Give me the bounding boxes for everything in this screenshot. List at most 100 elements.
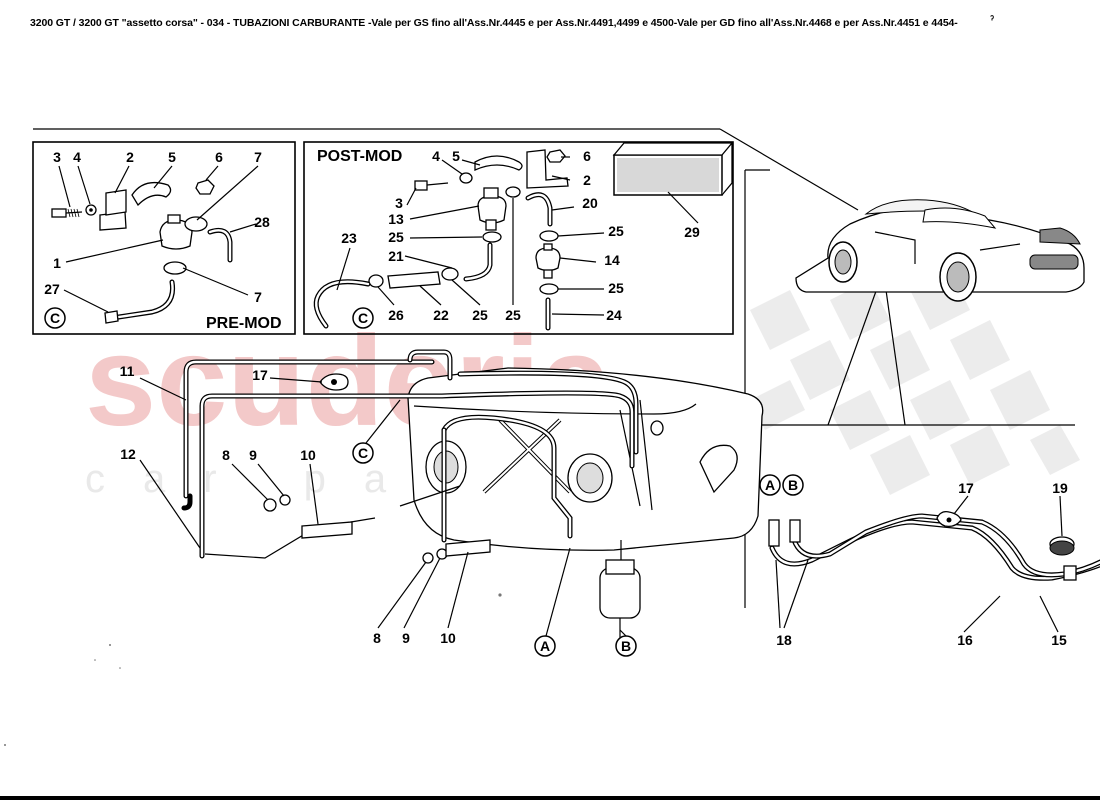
callout-post-21: 21 [388, 248, 404, 264]
screw [51, 208, 83, 218]
callout-post-25e: 25 [505, 307, 521, 323]
callout-post-25a: 25 [388, 229, 404, 245]
washer [279, 494, 291, 506]
pre-mod-label: PRE-MOD [206, 315, 282, 332]
callout-post-22: 22 [433, 307, 449, 323]
callout-main-11: 11 [120, 363, 135, 379]
checker-flag-pattern [750, 270, 1080, 495]
hose-clip-upper [184, 216, 208, 232]
scan-specks [4, 593, 502, 746]
callout-pre-27: 27 [44, 281, 60, 297]
right-connector-b [782, 474, 804, 496]
callout-main-10: 10 [300, 447, 316, 463]
main-connector-a [534, 635, 556, 657]
pipe-connector [387, 271, 441, 289]
main-leaders [139, 377, 627, 637]
callout-main-a: A [540, 638, 550, 654]
fuel-tank [407, 367, 764, 551]
hose-clip [368, 274, 384, 288]
washer [459, 172, 473, 184]
pre-mod-connector-c [44, 307, 66, 329]
callout-main-b: B [621, 638, 631, 654]
callout-pre-2: 2 [126, 149, 134, 165]
callout-pre-6: 6 [215, 149, 223, 165]
callout-post-5: 5 [452, 148, 460, 164]
bottom-border [0, 796, 1100, 800]
filler-neck [699, 444, 738, 494]
callout-post-c: C [358, 310, 368, 326]
callout-pre-3: 3 [53, 149, 61, 165]
callout-right-b: B [788, 477, 798, 493]
callout-pre-7b: 7 [254, 289, 262, 305]
post-mod-border [303, 141, 734, 335]
callout-right-a: A [765, 477, 775, 493]
right-connector-a [759, 474, 781, 496]
callout-pre-28: 28 [254, 214, 270, 230]
callout-main-8b: 8 [373, 630, 381, 646]
hose-clip [539, 283, 559, 295]
callout-post-26: 26 [388, 307, 404, 323]
callout-pre-7a: 7 [254, 149, 262, 165]
callout-post-2: 2 [583, 172, 591, 188]
clamp [131, 181, 172, 207]
callout-main-c: C [358, 445, 368, 461]
callout-post-6: 6 [583, 148, 591, 164]
callout-post-14: 14 [604, 252, 620, 268]
callout-right-16: 16 [957, 632, 973, 648]
callout-post-13: 13 [388, 211, 404, 227]
bracket [445, 539, 491, 557]
callout-main-10b: 10 [440, 630, 456, 646]
callout-post-29: 29 [684, 224, 700, 240]
callout-post-4: 4 [432, 148, 440, 164]
clamp [474, 155, 523, 172]
hose-clip [539, 230, 559, 242]
car-illustration [795, 199, 1085, 302]
underbody-lines-detail [768, 495, 1100, 633]
callout-main-8: 8 [222, 447, 230, 463]
callout-main-9b: 9 [402, 630, 410, 646]
hose-clip [441, 267, 459, 281]
callout-right-18: 18 [776, 632, 792, 648]
check-valve [535, 243, 561, 279]
bracket [301, 521, 353, 539]
callout-post-20: 20 [582, 195, 598, 211]
nut [195, 179, 215, 195]
callout-right-19: 19 [1052, 480, 1068, 496]
main-connector-c [352, 442, 374, 464]
callout-right-17: 17 [958, 480, 974, 496]
fuel-lines [181, 349, 639, 559]
nut [263, 498, 277, 512]
post-mod-box: POST-MOD [303, 141, 734, 335]
nut [422, 552, 434, 564]
callout-post-23: 23 [341, 230, 357, 246]
callout-pre-5: 5 [168, 149, 176, 165]
diagram-title: 3200 GT / 3200 GT "assetto corsa" - 034 … [30, 17, 958, 29]
callout-pre-4: 4 [73, 149, 81, 165]
pre-mod-box: PRE-MOD C [32, 141, 296, 335]
screw [414, 180, 449, 191]
bracket [99, 211, 127, 231]
hose-clip-lower [163, 261, 187, 275]
post-mod-label: POST-MOD [317, 148, 402, 165]
frame-lines [33, 128, 1075, 608]
hose-clip [505, 186, 521, 198]
nut [546, 149, 566, 163]
callout-post-25b: 25 [608, 223, 624, 239]
callout-main-17: 17 [252, 367, 268, 383]
callout-pre-c: C [50, 310, 60, 326]
fuel-filter [477, 187, 507, 231]
callout-right-15: 15 [1051, 632, 1067, 648]
callout-post-25c: 25 [608, 280, 624, 296]
fuel-pump [599, 540, 641, 640]
main-connector-b [615, 635, 637, 657]
corner-mark: ˀ [990, 14, 995, 26]
post-mod-connector-c [352, 307, 374, 329]
callout-main-12: 12 [120, 446, 136, 462]
callout-pre-1: 1 [53, 255, 61, 271]
callout-post-3: 3 [395, 195, 403, 211]
callout-post-24: 24 [606, 307, 622, 323]
pre-mod-border [32, 141, 296, 335]
callout-post-25d: 25 [472, 307, 488, 323]
hose-clip [482, 231, 502, 243]
